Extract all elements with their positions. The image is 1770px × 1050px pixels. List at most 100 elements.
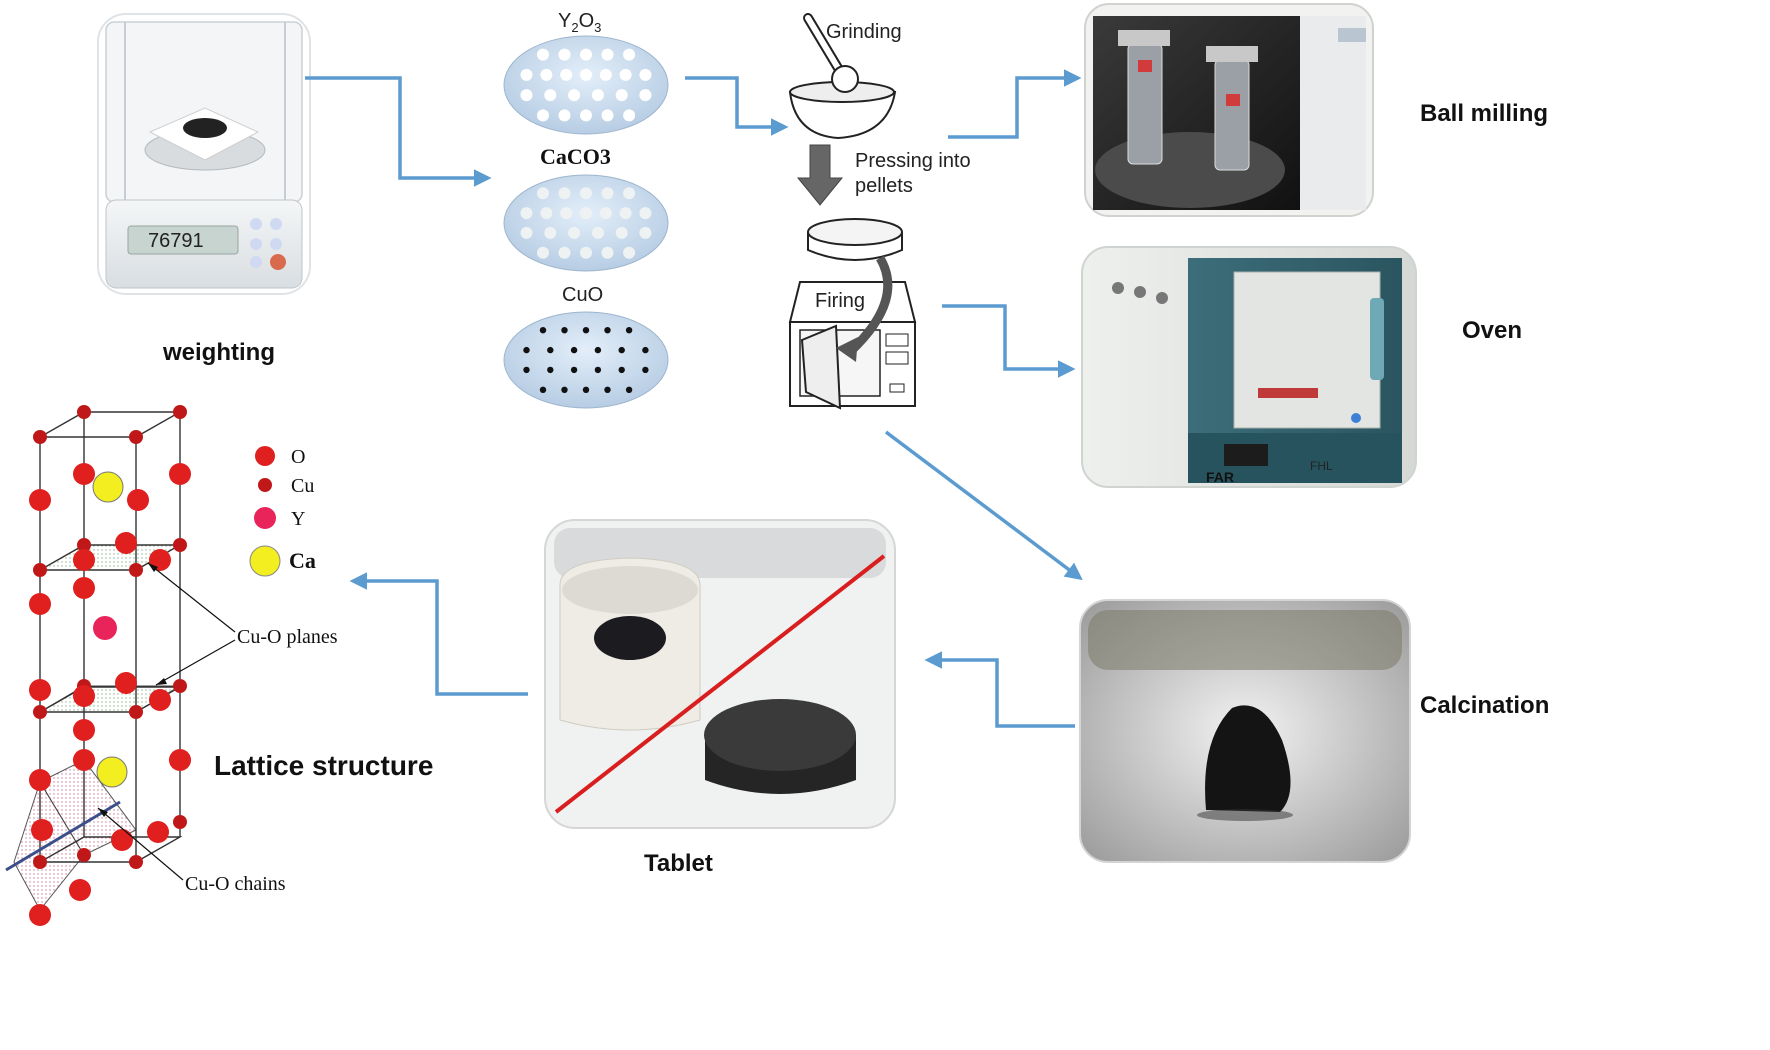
y2o3-granule: [540, 68, 553, 81]
arrow-grinding-to-ballmill: [948, 69, 1082, 139]
oxygen-atom: [149, 549, 171, 571]
caco3-granule: [639, 207, 652, 220]
oxygen-atom: [73, 719, 95, 741]
oxygen-atom: [29, 489, 51, 511]
oxygen-atom: [149, 689, 171, 711]
caco3-granule: [623, 187, 636, 200]
powder-cuo: [503, 311, 669, 409]
cuo-granule: [561, 327, 568, 334]
label-cu-o-chains: Cu-O chains: [185, 873, 286, 895]
caco3-granule: [580, 246, 592, 259]
oxygen-atom: [115, 532, 137, 554]
lattice-frame-edge: [37, 411, 183, 438]
flow-arrows: [305, 69, 1083, 728]
cuo-granule: [570, 366, 578, 374]
cuo-granule: [594, 366, 602, 374]
cuo-granule: [570, 346, 578, 354]
y2o3-granule: [623, 109, 636, 122]
yttrium-atom: [93, 616, 117, 640]
caco3-granule: [580, 187, 592, 200]
oxygen-atom: [127, 489, 149, 511]
y2o3-granule: [619, 68, 632, 81]
copper-atom: [33, 705, 47, 719]
copper-atom: [173, 679, 187, 693]
caco3-granule: [619, 207, 632, 220]
caco3-granule: [537, 246, 549, 259]
cuo-granule: [539, 327, 547, 334]
legend-calcium-icon: [249, 545, 281, 577]
arrow-firing-to-calcination: [884, 430, 1083, 581]
caco3-granule: [568, 226, 581, 239]
caco3-granule: [601, 187, 614, 200]
caco3-granule: [615, 226, 628, 239]
label-calcination: Calcination: [1420, 692, 1549, 719]
y2o3-granule: [623, 48, 636, 61]
y2o3-granule: [537, 109, 549, 122]
calcium-atom: [92, 471, 124, 503]
caco3-granule: [558, 187, 571, 200]
atom-legend: O Cu Y Ca: [249, 446, 316, 577]
caco3-granule: [544, 226, 557, 239]
label-ball-milling: Ball milling: [1420, 100, 1548, 127]
label-pressing-2: pellets: [855, 175, 913, 197]
oxygen-atom: [73, 549, 95, 571]
copper-atom: [77, 848, 91, 862]
y2o3-granule: [639, 68, 652, 81]
y2o3-granule: [558, 109, 571, 122]
copper-atom: [33, 855, 47, 869]
oxygen-atom: [29, 769, 51, 791]
y2o3-granule: [601, 109, 614, 122]
copper-atom: [77, 405, 91, 419]
label-grinding: Grinding: [826, 21, 902, 43]
y2o3-granule: [580, 48, 592, 61]
powder-caco3: [503, 174, 669, 272]
oven-model: FHL: [1310, 459, 1333, 473]
oxygen-atom: [147, 821, 169, 843]
cuo-granule: [539, 386, 547, 393]
copper-atom: [129, 705, 143, 719]
lattice-chain-axis: [5, 800, 121, 872]
oxygen-atom: [73, 577, 95, 599]
legend-copper-icon: [258, 478, 272, 492]
balance-photo: 76791: [97, 13, 311, 295]
oxygen-atom: [169, 463, 191, 485]
cuo-granule: [594, 346, 602, 354]
legend-oxygen-icon: [255, 446, 275, 466]
y2o3-granule: [537, 48, 549, 61]
y2o3-granule: [520, 68, 533, 81]
cuo-granule: [582, 386, 590, 393]
caco3-granule: [599, 207, 612, 220]
copper-atom: [33, 563, 47, 577]
ball-mill-photo: [1084, 3, 1374, 217]
oxygen-atom: [111, 829, 133, 851]
caco3-granule: [560, 207, 573, 220]
caco3-granule: [537, 187, 549, 200]
copper-atom: [173, 405, 187, 419]
oxygen-atom: [29, 679, 51, 701]
legend-cu: Cu: [291, 475, 314, 497]
y2o3-granule: [544, 89, 557, 102]
oxygen-atom: [69, 879, 91, 901]
caco3-granule: [520, 226, 533, 239]
pellet-icon: [807, 218, 903, 261]
cuo-granule: [618, 366, 625, 374]
copper-atom: [129, 563, 143, 577]
arrow-calcination-to-tablet: [924, 651, 1075, 728]
caco3-granule: [558, 246, 571, 259]
cuo-granule: [523, 366, 530, 374]
y2o3-granule: [580, 109, 592, 122]
y2o3-granule: [615, 89, 628, 102]
cuo-granule: [523, 346, 530, 354]
legend-o: O: [291, 446, 305, 468]
lattice-structure: [5, 405, 191, 926]
caco3-granule: [580, 207, 592, 220]
arrow-weighting-to-powders: [305, 76, 492, 187]
oven-brand: FAR: [1206, 469, 1234, 485]
oxygen-atom: [73, 749, 95, 771]
tablet-photo: [544, 519, 896, 829]
y2o3-granule: [580, 68, 592, 81]
cuo-granule: [618, 346, 625, 354]
calcination-photo: [1079, 599, 1411, 863]
cuo-granule: [604, 386, 611, 393]
